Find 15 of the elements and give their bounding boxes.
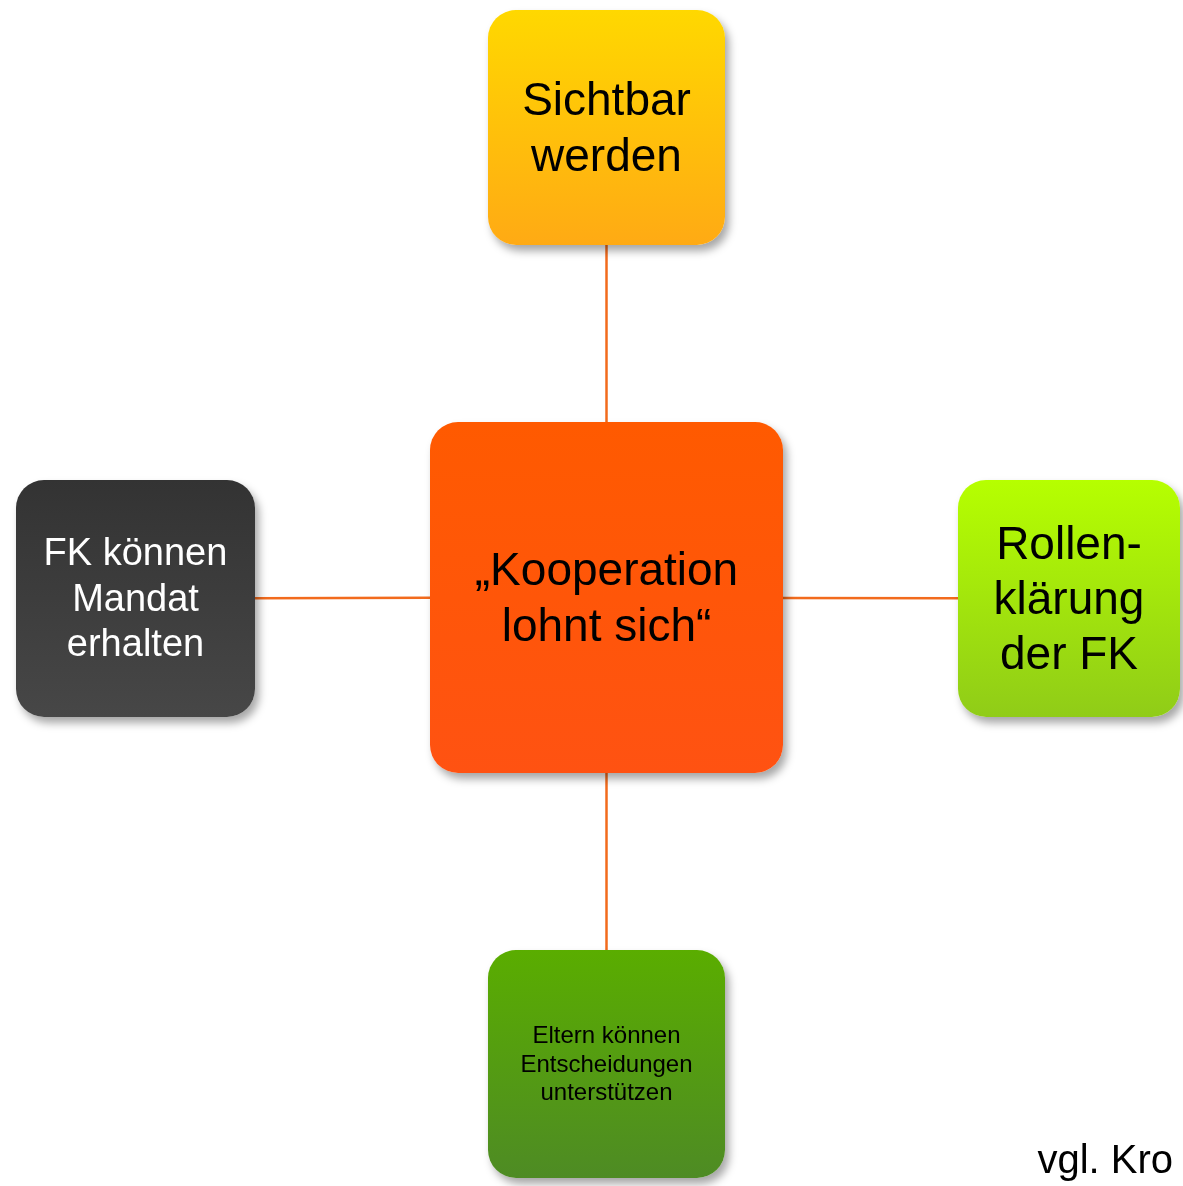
box-label: Rollen- klärung der FK	[992, 515, 1146, 682]
box-label: Eltern können Entscheidungen unterstützen	[519, 1020, 694, 1108]
box-label: „Kooperation lohnt sich“	[473, 542, 740, 653]
rounded-box	[488, 950, 725, 1178]
connector-line	[783, 596, 958, 600]
rounded-box	[430, 422, 783, 773]
box-label: Sichtbar werden	[521, 72, 692, 183]
connector-line	[255, 596, 430, 600]
connector-line	[605, 245, 608, 422]
rounded-box	[488, 10, 725, 245]
box-label: FK können Mandat erhalten	[42, 530, 229, 667]
connector-line	[605, 773, 608, 950]
rounded-box	[958, 480, 1180, 717]
rounded-box	[16, 480, 255, 717]
citation-note: vgl. Kro	[1037, 1137, 1173, 1182]
